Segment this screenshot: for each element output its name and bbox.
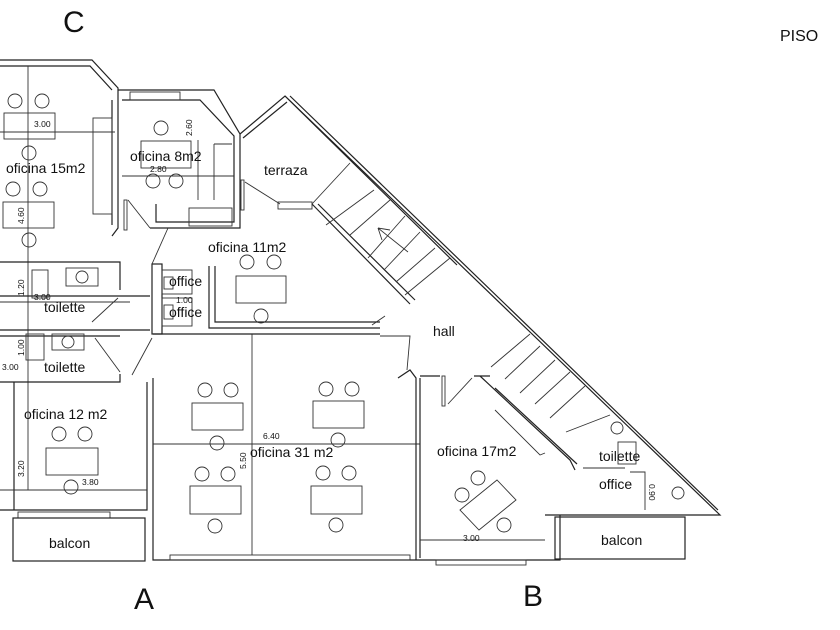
furniture	[2, 93, 517, 534]
sector-label-c: C	[63, 6, 85, 39]
room-toilette-3: toilette	[599, 448, 640, 464]
dim-o31-width: 6.40	[263, 431, 280, 441]
room-office-1: office	[169, 273, 202, 289]
dim-o8-height: 2.60	[184, 119, 194, 136]
room-oficina-12: oficina 12 m2	[24, 406, 107, 422]
sector-label-b: B	[523, 580, 543, 613]
dim-toilette2-height: 1.00	[16, 339, 26, 356]
room-balcon-1: balcon	[49, 535, 90, 551]
floor-title: PISO	[780, 28, 818, 45]
dim-o17-width: 3.00	[463, 533, 480, 543]
room-oficina-15: oficina 15m2	[6, 160, 86, 176]
dim-toilette1-width: 3.00	[34, 292, 51, 302]
sector-label-a: A	[134, 583, 154, 616]
dim-toilette2-width: 3.00	[2, 362, 19, 372]
room-oficina-11: oficina 11m2	[208, 239, 287, 255]
room-toilette-1: toilette	[44, 299, 85, 315]
room-balcon-2: balcon	[601, 532, 642, 548]
dim-o12-height: 3.20	[16, 460, 26, 477]
room-hall: hall	[433, 323, 455, 339]
dim-o8-width: 2.80	[150, 164, 167, 174]
dim-o12-width: 3.80	[82, 477, 99, 487]
room-terraza: terraza	[264, 162, 308, 178]
room-oficina-31: oficina 31 m2	[250, 444, 333, 460]
room-office-3: office	[599, 476, 632, 492]
room-office-2: office	[169, 304, 202, 320]
dim-office3-width: 0.90	[647, 484, 657, 501]
room-oficina-8: oficina 8m2	[130, 148, 202, 164]
dim-o15-width: 3.00	[34, 119, 51, 129]
dim-o15-height: 4.60	[16, 207, 26, 224]
room-oficina-17: oficina 17m2	[437, 443, 517, 459]
dim-office-width: 1.00	[176, 295, 193, 305]
walls	[0, 59, 722, 566]
room-toilette-2: toilette	[44, 359, 85, 375]
dim-o31-height: 5.50	[238, 452, 248, 469]
dim-toilette1-height: 1.20	[16, 279, 26, 296]
